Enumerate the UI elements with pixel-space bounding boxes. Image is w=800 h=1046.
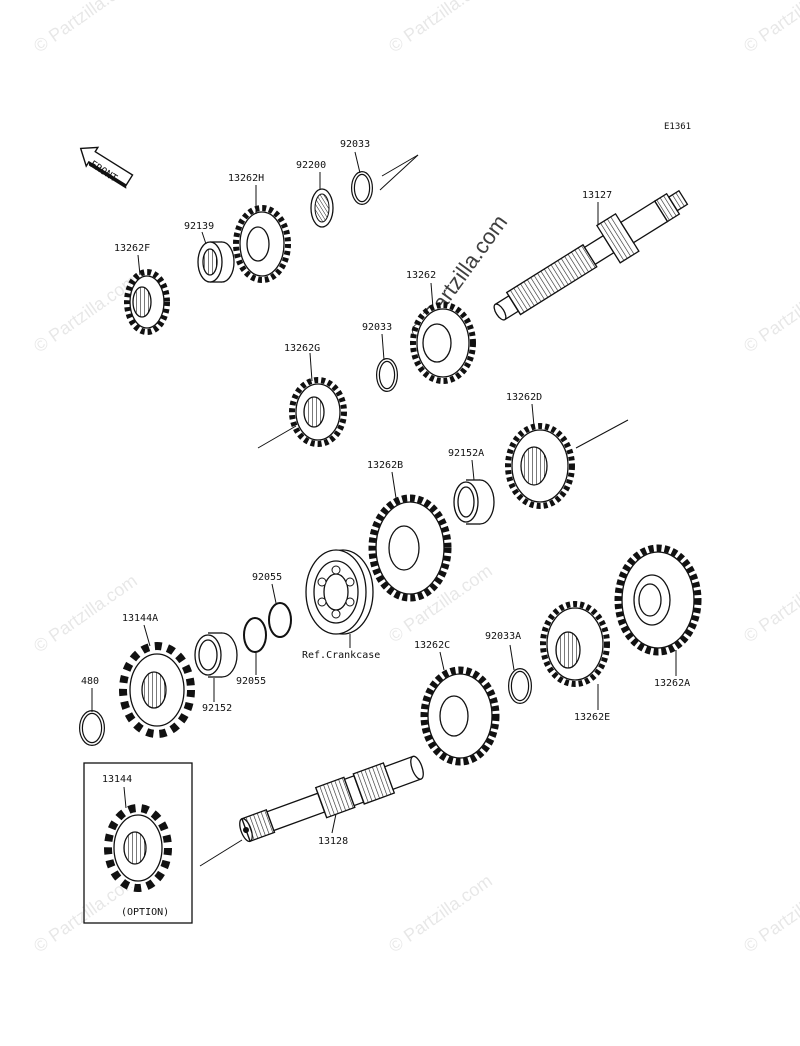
ref-crankcase-label: Ref.Crankcase [302,650,381,661]
gear-13262a [614,544,702,656]
part-label-13262e[interactable]: 13262E [574,712,611,723]
gear-13262 [410,302,476,384]
part-label-13262b[interactable]: 13262B [367,460,404,471]
part-label-13127[interactable]: 13127 [582,190,613,201]
collar-92152a [453,479,495,525]
circlip-480 [79,710,105,746]
part-label-13262c[interactable]: 13262C [414,640,451,651]
collar-92152 [194,632,238,678]
output-shaft-13128 [239,755,424,843]
gear-13262f [124,269,170,335]
part-label-92200[interactable]: 92200 [296,160,327,171]
gear-13262c [420,666,500,766]
gear-13262g [289,377,347,447]
part-label-92055-top[interactable]: 92055 [252,572,283,583]
part-label-92139[interactable]: 92139 [184,221,215,232]
leader-lines [91,151,677,834]
part-label-92033[interactable]: 92033 [340,139,371,150]
sprocket-13144 [104,804,172,892]
part-label-13262a[interactable]: 13262A [654,678,691,689]
part-label-13144a[interactable]: 13144A [122,613,159,624]
part-label-92033a[interactable]: 92033A [485,631,522,642]
gear-13262h [233,205,291,283]
part-label-13262f[interactable]: 13262F [114,243,151,254]
gear-13262e [540,601,610,687]
circlip-92033a [508,668,532,704]
option-box [83,762,193,924]
part-label-92152[interactable]: 92152 [202,703,233,714]
part-label-13262g[interactable]: 13262G [284,343,321,354]
part-label-480[interactable]: 480 [81,676,100,687]
gear-13262b [368,494,452,602]
part-label-13262[interactable]: 13262 [406,270,437,281]
part-label-13128[interactable]: 13128 [318,836,349,847]
part-label-92033-mid[interactable]: 92033 [362,322,393,333]
part-label-13144[interactable]: 13144 [102,774,133,785]
gear-13262d [505,423,575,509]
front-arrow-icon [79,146,134,189]
o-ring-92055 [268,602,292,638]
option-label: (OPTION) [121,907,170,918]
sprocket-13144a [119,642,195,738]
o-ring-92055 [243,617,267,653]
part-label-13262h[interactable]: 13262H [228,173,265,184]
bearing-crankcase [305,549,374,635]
circlip-92033 [351,171,373,205]
part-label-92152a[interactable]: 92152A [448,448,485,459]
part-label-13262d[interactable]: 13262D [506,392,543,403]
main-shaft-13127 [493,189,689,321]
part-label-92055-bottom[interactable]: 92055 [236,676,267,687]
circlip-92033 [376,358,398,392]
needle-bearing-92139 [197,241,235,283]
diagram-code: E1361 [664,122,692,132]
washer-92200 [310,188,334,228]
